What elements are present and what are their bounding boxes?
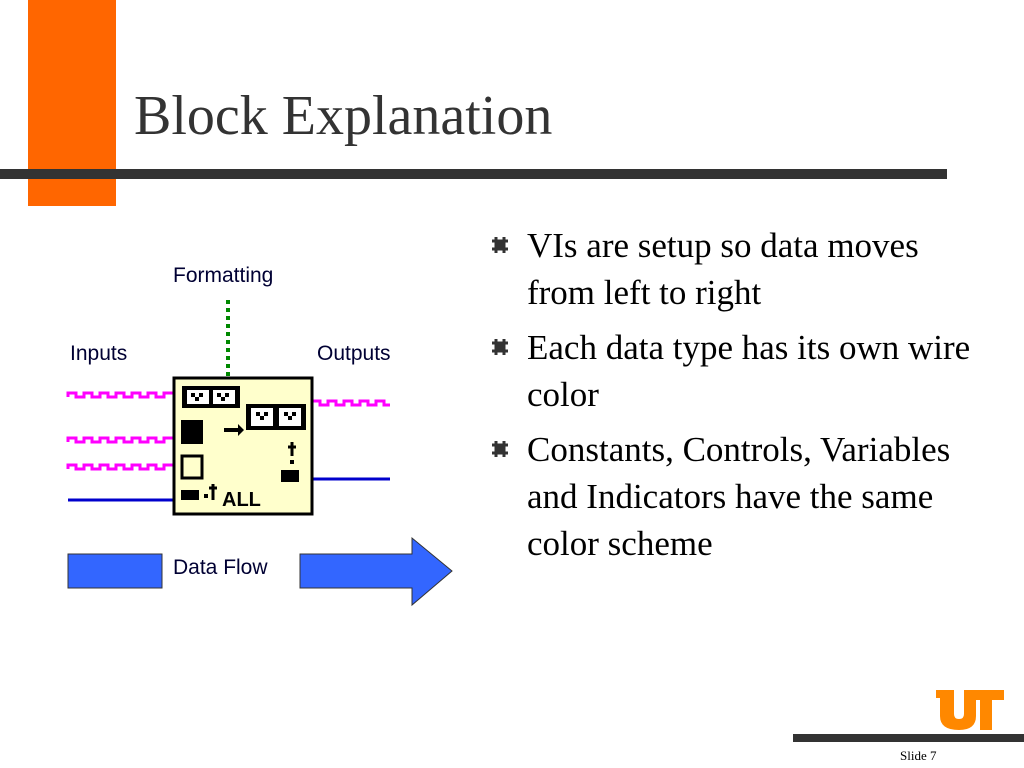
bullet-hash-icon bbox=[492, 237, 508, 253]
ut-logo-icon bbox=[936, 690, 1004, 730]
outputs-label: Outputs bbox=[317, 342, 391, 365]
block-diagram: ALL Formatting Inputs Outputs Data Flow bbox=[0, 0, 470, 640]
inputs-label: Inputs bbox=[70, 342, 128, 365]
title-rule bbox=[0, 169, 947, 179]
footer-rule bbox=[793, 734, 1024, 742]
input-wire-string-2 bbox=[66, 436, 174, 444]
slide-title: Block Explanation bbox=[134, 85, 553, 147]
format-into-string-icon: ALL bbox=[172, 376, 314, 516]
input-wire-string-1 bbox=[66, 391, 174, 399]
input-wire-string-3 bbox=[66, 463, 174, 471]
bullet-item: Constants, Controls, Variables and Indic… bbox=[490, 426, 990, 567]
bullet-item: Each data type has its own wire color bbox=[490, 324, 990, 418]
data-flow-arrow-head bbox=[299, 536, 453, 607]
bullet-text: Each data type has its own wire color bbox=[527, 328, 971, 414]
block-diagram-graphic: ALL bbox=[66, 300, 453, 607]
formatting-label: Formatting bbox=[173, 264, 274, 287]
icon-text: ALL bbox=[222, 489, 261, 511]
bullet-item: VIs are setup so data moves from left to… bbox=[490, 222, 990, 316]
bullet-hash-icon bbox=[492, 441, 508, 457]
data-flow-label: Data Flow bbox=[173, 556, 268, 579]
output-wire-string bbox=[310, 399, 390, 407]
bullet-text: VIs are setup so data moves from left to… bbox=[527, 226, 919, 312]
bullet-text: Constants, Controls, Variables and Indic… bbox=[527, 430, 951, 563]
bullet-list: VIs are setup so data moves from left to… bbox=[490, 222, 990, 575]
slide-number: Slide 7 bbox=[900, 748, 937, 763]
data-flow-arrow-tail bbox=[67, 553, 163, 589]
bullet-hash-icon bbox=[492, 339, 508, 355]
